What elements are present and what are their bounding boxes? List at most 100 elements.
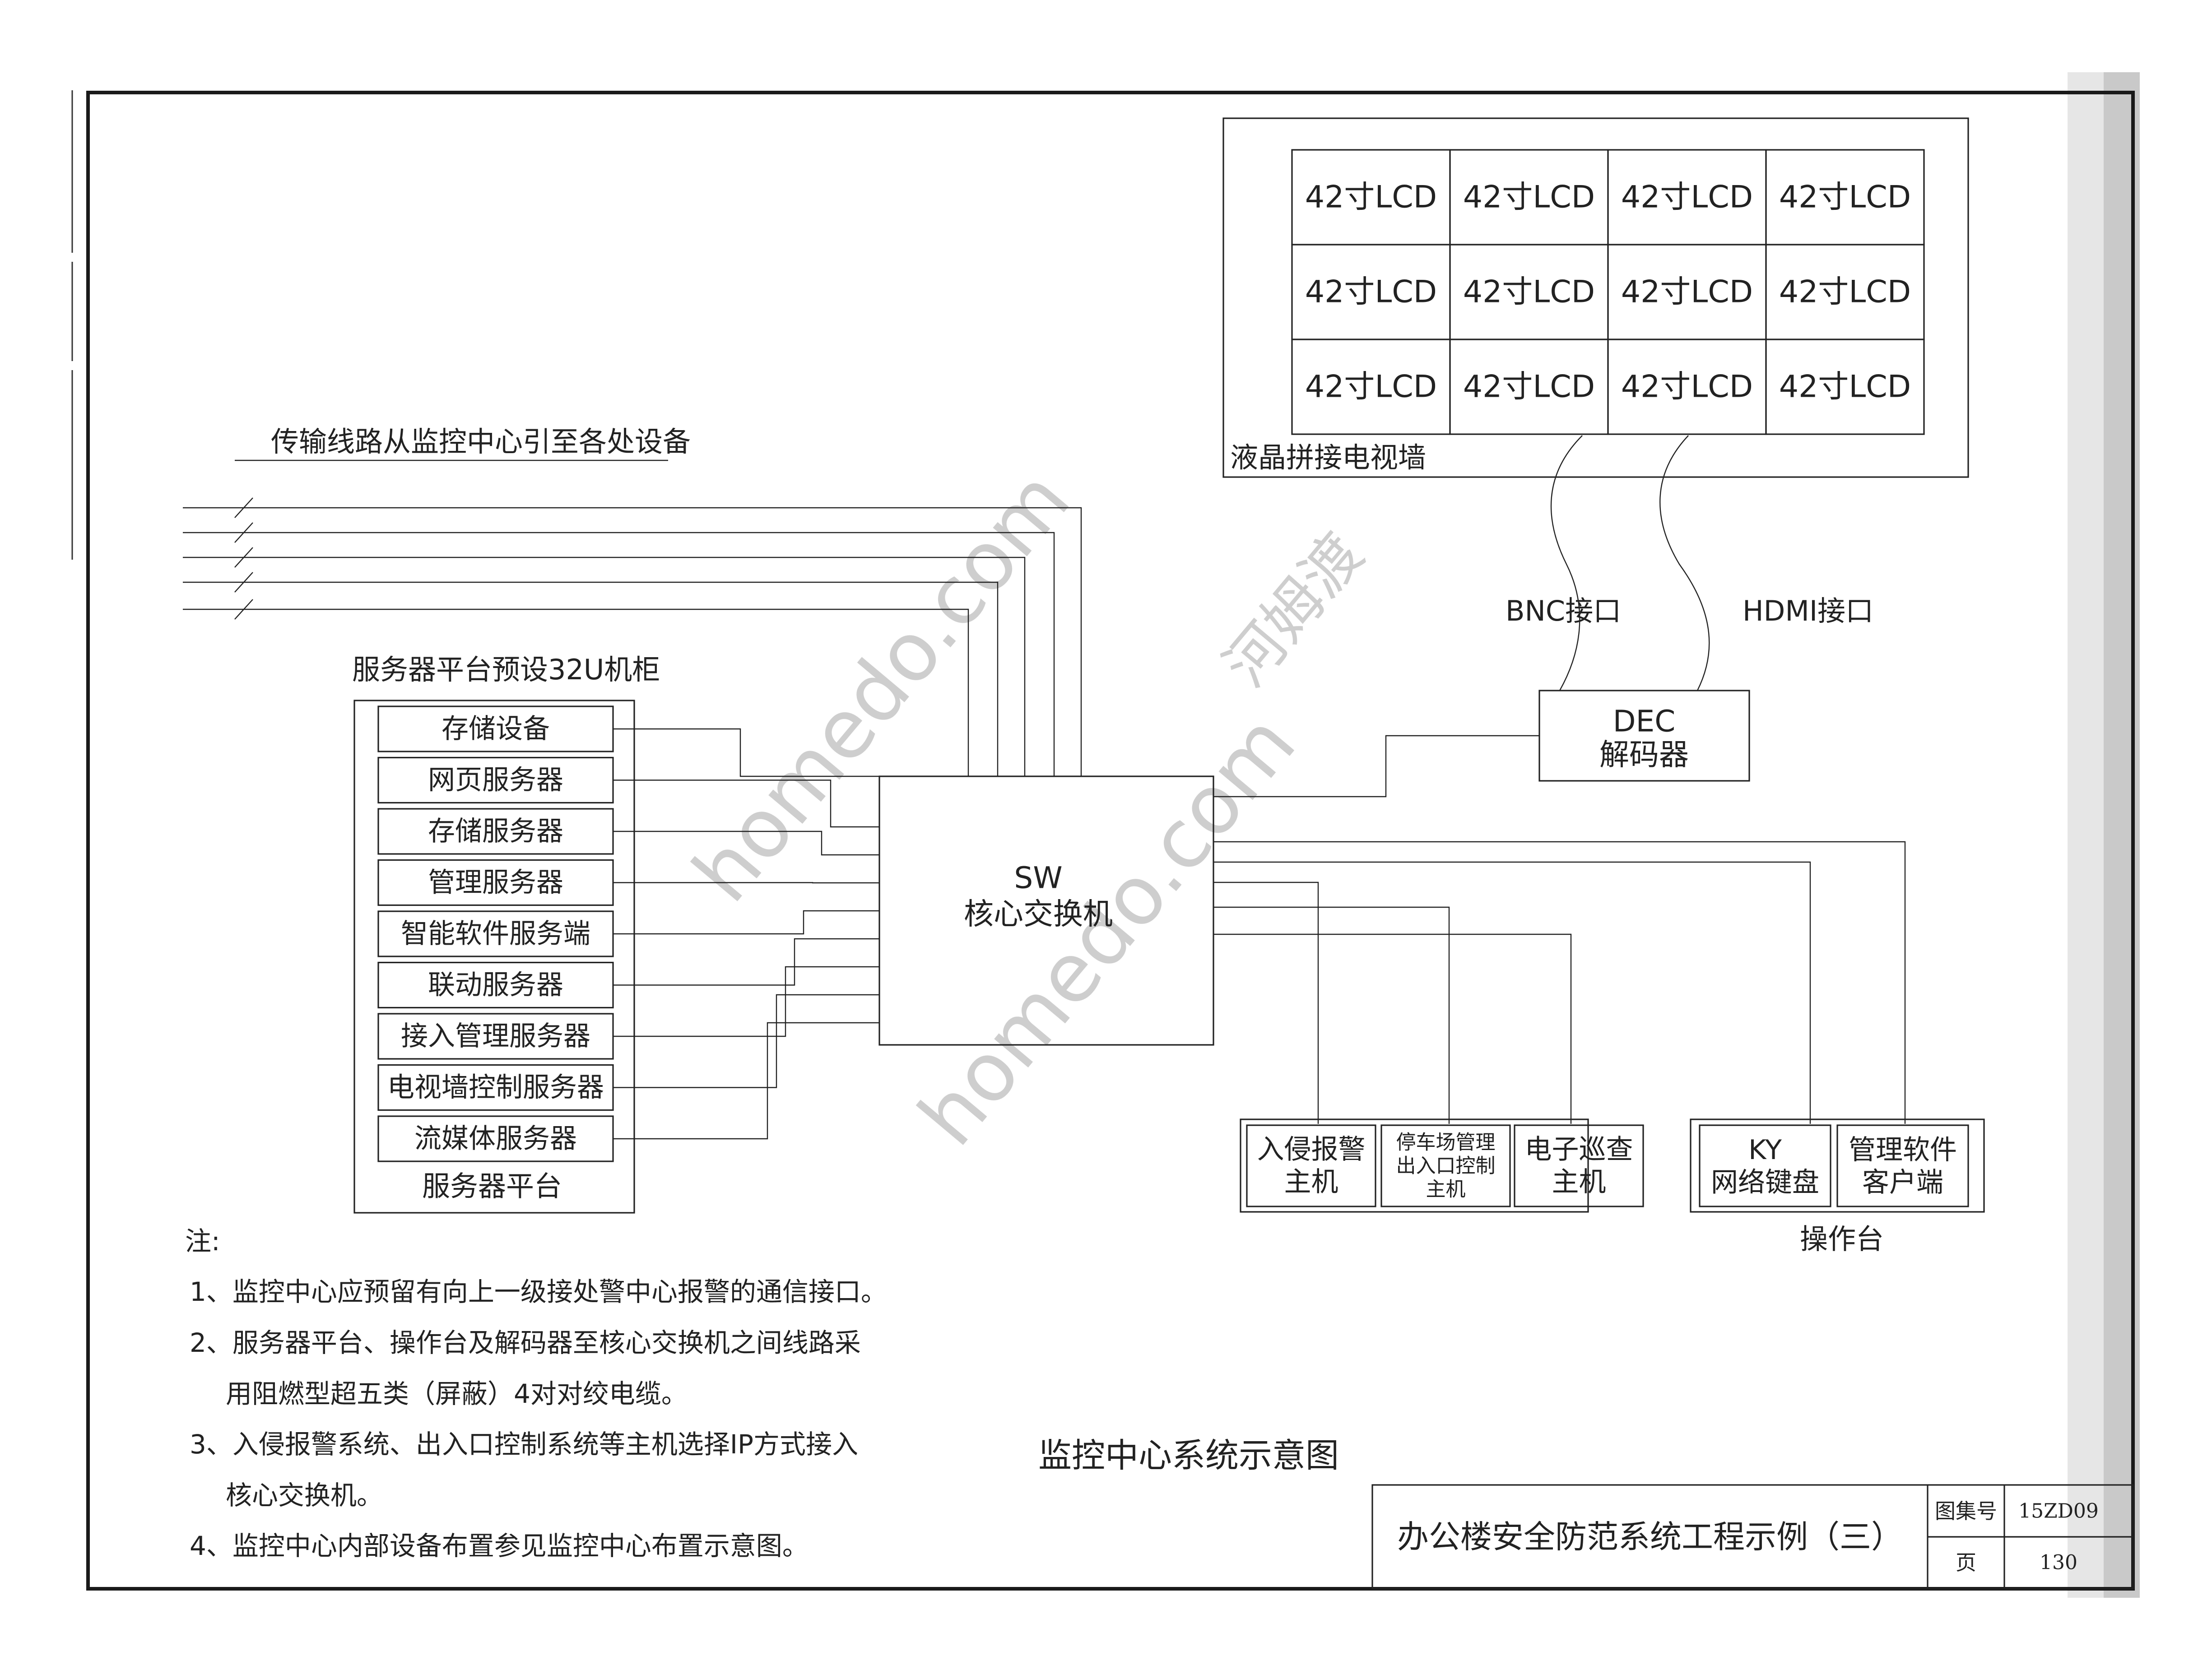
lcd-panel-label: 42寸LCD [1621, 180, 1753, 215]
lcd-panel-label: 42寸LCD [1463, 274, 1595, 310]
cable-slash [234, 522, 253, 543]
console-link-keyboard [1213, 861, 1811, 1124]
server-items: 存储设备网页服务器存储服务器管理服务器智能软件服务端联动服务器接入管理服务器电视… [377, 705, 614, 1162]
atlas-label: 图集号 [1935, 1499, 1997, 1523]
lcd-panel-label: 42寸LCD [1305, 274, 1437, 310]
server-link [613, 910, 879, 935]
bnc-cable [1550, 435, 1583, 691]
watermark: homedo.com homedo.com 河姆渡 [675, 453, 1376, 1163]
console-label: KY [1748, 1134, 1782, 1166]
transmission-line [183, 581, 999, 776]
console-caption: 操作台 [1800, 1223, 1884, 1256]
server-item-label: 网页服务器 [428, 765, 563, 796]
host-link-patrol [1213, 933, 1572, 1124]
video-wall-caption: 液晶拼接电视墙 [1230, 441, 1426, 474]
decoder-link [1213, 735, 1539, 798]
drawing-frame [86, 91, 2135, 1591]
host-label: 主机 [1426, 1178, 1466, 1201]
cable-slash [234, 572, 253, 593]
transmission-line [183, 507, 1082, 776]
server-link [613, 994, 879, 1088]
note-line-2: 2、服务器平台、操作台及解码器至核心交换机之间线路采 [190, 1327, 861, 1358]
host-label: 入侵报警 [1257, 1134, 1366, 1165]
title-block: 办公楼安全防范系统工程示例（三） 图集号 15ZD09 页 130 [1371, 1484, 2134, 1590]
note-line-1: 1、监控中心应预留有向上一级接处警中心报警的通信接口。 [190, 1276, 887, 1307]
watermark-text-3: 河姆渡 [1211, 520, 1376, 699]
host-link-parking [1213, 906, 1450, 1124]
lcd-panel-label: 42寸LCD [1463, 369, 1595, 405]
server-link [613, 830, 879, 856]
server-link [613, 1022, 879, 1140]
note-line-3: 用阻燃型超五类（屏蔽）4对对绞电缆。 [226, 1378, 688, 1409]
bnc-label: BNC接口 [1506, 594, 1621, 627]
server-link [613, 938, 879, 986]
server-item-label: 智能软件服务端 [401, 918, 590, 950]
decoder-line2: 解码器 [1599, 738, 1689, 772]
notes-heading: 注: [185, 1226, 220, 1257]
lcd-panel-label: 42寸LCD [1779, 274, 1911, 310]
console-label: 管理软件 [1849, 1134, 1957, 1166]
note-line-4: 3、入侵报警系统、出入口控制系统等主机选择IP方式接入 [190, 1429, 858, 1460]
host-box [1514, 1124, 1644, 1207]
video-wall-frame [1222, 117, 1969, 478]
hdmi-label: HDMI接口 [1743, 594, 1873, 627]
transmission-label: 传输线路从监控中心引至各处设备 [271, 425, 691, 458]
note-line-6: 4、监控中心内部设备布置参见监控中心布置示意图。 [190, 1531, 809, 1561]
host-group-frame [1240, 1118, 1589, 1213]
server-item-label: 流媒体服务器 [414, 1123, 577, 1155]
server-link [613, 779, 879, 828]
atlas-value: 15ZD09 [2018, 1500, 2099, 1523]
lcd-panel-label: 42寸LCD [1779, 369, 1911, 405]
server-item-label: 电视墙控制服务器 [387, 1072, 604, 1104]
lcd-panel-label: 42寸LCD [1621, 274, 1753, 310]
note-line-5: 核心交换机。 [226, 1480, 383, 1511]
watermark-text-1: homedo.com [675, 453, 1088, 919]
console-box [1836, 1124, 1969, 1207]
console-label: 网络键盘 [1711, 1167, 1819, 1198]
server-links [613, 728, 879, 1140]
decoder-line1: DEC [1613, 704, 1676, 739]
server-item-label: 联动服务器 [428, 970, 563, 1001]
cabinet-footer: 服务器平台 [422, 1170, 562, 1203]
lcd-grid: 42寸LCD 42寸LCD 42寸LCD 42寸LCD 42寸LCD 42寸LCD 42寸L… [1291, 149, 1925, 435]
core-switch-line2: 核心交换机 [964, 897, 1113, 932]
diagram-title: 监控中心系统示意图 [1038, 1436, 1339, 1475]
host-label: 电子巡查 [1525, 1134, 1633, 1165]
console-link-client [1213, 841, 1906, 1124]
lcd-panel-label: 42寸LCD [1305, 369, 1437, 405]
host-box [1246, 1124, 1376, 1207]
lcd-panel-label: 42寸LCD [1305, 180, 1437, 215]
server-item-label: 存储设备 [441, 713, 550, 745]
console-frame [1690, 1118, 1985, 1213]
transmission-line [183, 532, 1055, 776]
page-label: 页 [1956, 1550, 1976, 1575]
cable-slash [234, 547, 253, 568]
server-item-label: 接入管理服务器 [401, 1021, 590, 1052]
host-label: 停车场管理 [1396, 1131, 1496, 1154]
lcd-panel-label: 42寸LCD [1463, 180, 1595, 215]
host-label: 主机 [1284, 1166, 1338, 1198]
server-item-label: 管理服务器 [428, 867, 563, 899]
cable-slash [234, 497, 253, 518]
lcd-panel-label: 42寸LCD [1779, 180, 1911, 215]
host-link-intrusion [1213, 881, 1319, 1124]
page-value: 130 [2040, 1551, 2077, 1574]
cable-slash [234, 599, 253, 620]
host-label: 主机 [1552, 1166, 1606, 1198]
title-block-title: 办公楼安全防范系统工程示例（三） [1397, 1518, 1903, 1555]
page-edge-shadow-light [2068, 72, 2104, 1598]
cabinet-frame [353, 700, 635, 1214]
console-label: 客户端 [1862, 1167, 1943, 1198]
transmission-line [183, 557, 1026, 776]
core-switch-line1: SW [1014, 861, 1062, 895]
server-link [613, 966, 879, 1037]
cabinet-title: 服务器平台预设32U机柜 [352, 653, 660, 686]
lcd-panel-label: 42寸LCD [1621, 369, 1753, 405]
server-link [613, 728, 879, 777]
host-label: 出入口控制 [1396, 1155, 1496, 1178]
console-box [1699, 1124, 1831, 1207]
lcd-panel [1765, 339, 1925, 435]
